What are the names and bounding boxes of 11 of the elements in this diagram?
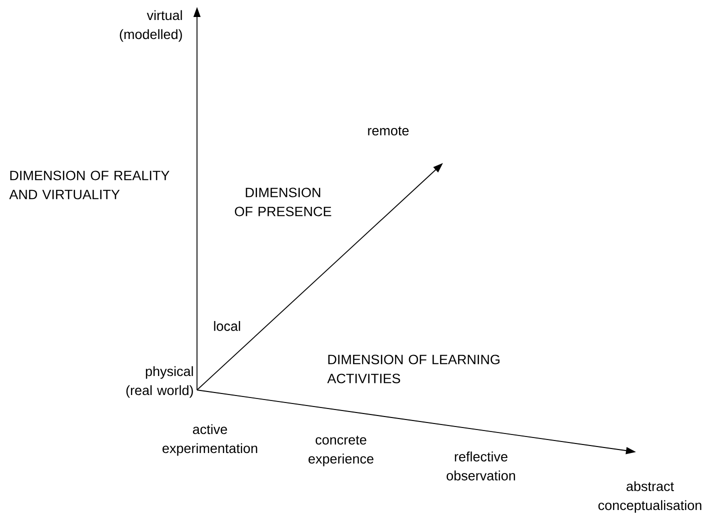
axis-label: DIMENSION OF LEARNING ACTIVITIES xyxy=(327,354,500,384)
axis-label: concrete experience xyxy=(308,436,374,466)
axis-label: virtual (modelled) xyxy=(120,10,182,42)
axis-label: DIMENSION OF PRESENCE xyxy=(234,188,332,216)
axis-label: reflective observation xyxy=(446,452,516,480)
axis-label: DIMENSION OF REALITY AND VIRTUALITY xyxy=(9,170,170,200)
axis-label: local xyxy=(214,321,240,331)
axis-label: physical (real world) xyxy=(126,366,193,398)
axis-label: active experimentation xyxy=(162,424,258,456)
axis-label: remote xyxy=(368,126,409,136)
axis-label: abstract conceptualisation xyxy=(598,481,702,513)
